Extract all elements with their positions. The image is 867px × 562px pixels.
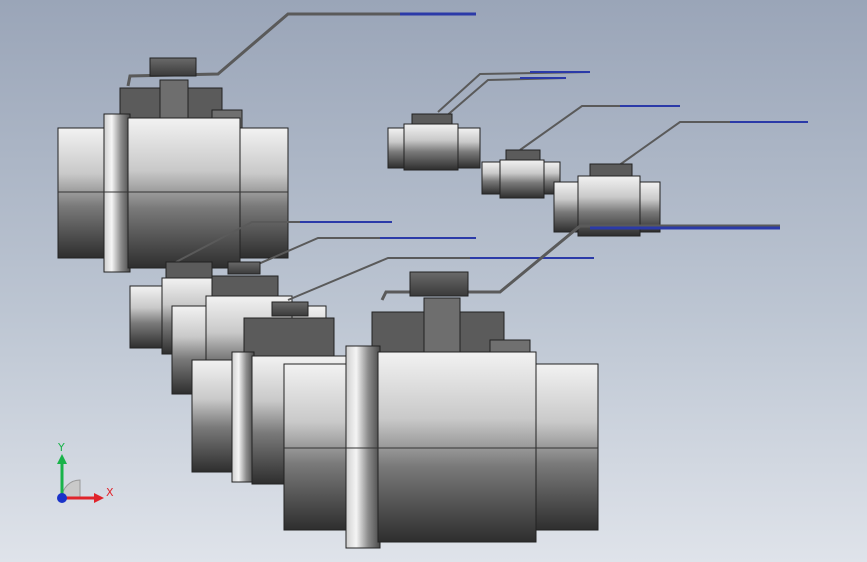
x-axis-arrow-icon <box>94 493 104 503</box>
y-axis-arrow-icon <box>57 454 67 464</box>
z-axis-dot-icon <box>57 493 67 503</box>
stem-nut <box>149 57 197 77</box>
flange <box>345 345 381 549</box>
valve-handle[interactable] <box>617 121 808 167</box>
valve-handle[interactable] <box>519 105 680 151</box>
center-body <box>499 159 545 199</box>
x-axis-label: X <box>106 486 114 499</box>
center-body <box>403 123 459 171</box>
valve-small-c[interactable] <box>553 121 808 237</box>
stem-nut <box>227 261 261 275</box>
flange <box>103 113 131 273</box>
bonnet <box>243 317 335 359</box>
stem-nut <box>409 271 469 297</box>
y-axis-label: Y <box>57 441 65 454</box>
valve-handle[interactable] <box>443 77 567 119</box>
valve-small-b[interactable] <box>481 105 680 199</box>
valve-handle[interactable] <box>437 71 591 113</box>
valve-handle[interactable] <box>380 224 780 301</box>
flange <box>231 351 255 483</box>
valve-small-a[interactable] <box>387 71 591 171</box>
center-body <box>377 351 537 543</box>
valve-large-top-left[interactable] <box>57 12 476 273</box>
center-body <box>127 117 241 269</box>
valve-handle[interactable] <box>126 12 475 87</box>
valve-large-bottom[interactable] <box>283 224 780 549</box>
stem-nut <box>271 301 309 317</box>
orientation-triad[interactable]: Y X <box>40 440 120 510</box>
